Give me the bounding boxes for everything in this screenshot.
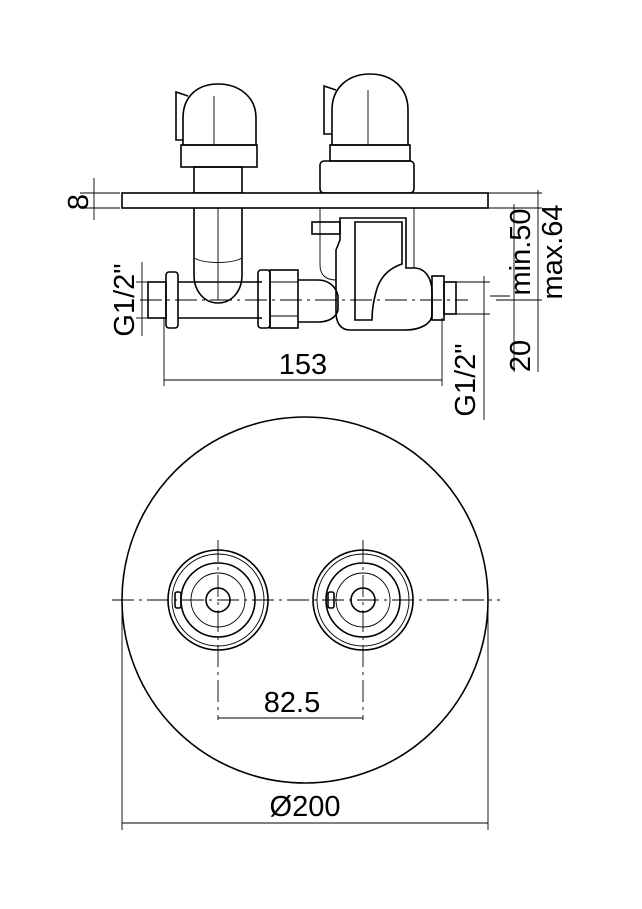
depth-min-label: min.50: [505, 208, 537, 295]
handle-spacing-label: 82.5: [264, 687, 320, 719]
side-view: 8 G1/2" 153 G1/2": [63, 73, 569, 420]
valve-body: [311, 208, 457, 331]
dim-right-thread: G1/2": [450, 276, 490, 420]
offset-label: 20: [505, 340, 537, 372]
left-stem: [193, 208, 243, 304]
depth-max-label: max.64: [537, 204, 569, 299]
horizontal-pipe: [147, 269, 339, 329]
dim-left-thread: G1/2": [109, 262, 150, 337]
wall-plate: [121, 192, 489, 209]
dim-depth: min.50 max.64 20: [488, 190, 569, 372]
plate-diameter-label: Ø200: [270, 791, 341, 823]
front-view: 82.5 Ø200: [112, 416, 500, 830]
dim-center-distance-side: 153: [163, 318, 443, 386]
center-distance-side-label: 153: [279, 349, 327, 381]
plate-thickness-label: 8: [63, 194, 95, 210]
left-thread-label: G1/2": [109, 263, 141, 336]
left-handle-rosette: [167, 540, 269, 720]
right-handle-rosette: [312, 540, 414, 720]
dim-handle-spacing: 82.5: [218, 687, 363, 719]
dim-plate-thickness: 8: [63, 178, 120, 220]
right-thread-label: G1/2": [450, 343, 482, 416]
right-valve-handle: [319, 73, 415, 194]
left-valve-handle: [175, 83, 258, 194]
dim-plate-diameter: Ø200: [121, 600, 489, 830]
